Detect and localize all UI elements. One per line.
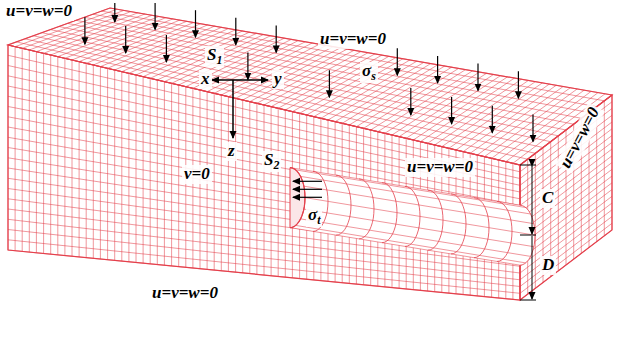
surface-load-arrow — [329, 70, 330, 97]
tunnel-line — [305, 198, 535, 236]
surface-load-arrow — [437, 56, 438, 83]
y-axis-arrow — [233, 79, 268, 81]
boundary-condition: u=v=w=0 — [555, 103, 604, 173]
surface-load-arrow — [397, 48, 398, 75]
surface-load-arrow — [410, 88, 411, 115]
boundary-condition: u=v=w=0 — [318, 30, 388, 49]
dimension-tick — [520, 235, 536, 236]
tunnel-line — [304, 186, 534, 224]
face-pressure-arrow — [293, 181, 322, 182]
surface-load-arrow — [518, 71, 519, 98]
surface-load-arrow — [276, 25, 277, 52]
axis-name: y — [272, 70, 284, 89]
end-face-mesh-outline — [520, 95, 612, 300]
end-face-mesh — [520, 95, 612, 300]
axis-name: z — [226, 142, 237, 161]
surface-load-arrow — [114, 3, 115, 22]
tunnel-line — [304, 209, 534, 247]
load-symbol: σt — [306, 206, 322, 227]
surface-load-arrow — [125, 26, 126, 53]
tunnel-ring — [520, 205, 535, 265]
tunnel-line — [301, 219, 531, 257]
surface-load-arrow — [235, 18, 236, 45]
front-face-mesh — [8, 45, 520, 300]
dimension-line — [532, 166, 533, 234]
surface-name: S1 — [205, 46, 224, 67]
surface-load-arrow — [451, 97, 452, 124]
surface-name: S2 — [262, 151, 281, 172]
dimension-tick — [520, 300, 536, 301]
tunnel-line — [301, 176, 531, 214]
surface-load-arrow — [155, 3, 156, 30]
z-axis-arrow — [232, 80, 234, 138]
top-face-mesh — [8, 8, 612, 165]
surface-load-arrow — [492, 106, 493, 133]
surface-load-arrow — [166, 35, 167, 62]
load-symbol: σs — [360, 62, 378, 83]
surface-load-arrow — [532, 115, 533, 142]
face-pressure-arrow — [293, 197, 322, 198]
surface-load-arrow — [84, 17, 85, 44]
boundary-condition: v=0 — [182, 165, 212, 184]
x-axis-arrow — [212, 79, 233, 81]
dimension-label: C — [540, 189, 555, 208]
face-pressure-arrow — [293, 189, 322, 190]
front-face-mesh-outline — [8, 45, 520, 300]
axis-name: x — [199, 70, 212, 89]
dimension-label: D — [540, 256, 556, 275]
top-face-mesh-outline — [8, 8, 612, 165]
boundary-condition: u=v=w=0 — [150, 284, 220, 303]
surface-load-arrow — [477, 64, 478, 91]
surface-load-arrow — [247, 53, 248, 80]
tunnel-line — [290, 228, 520, 266]
dimension-tick — [520, 165, 536, 166]
boundary-condition: u=v=w=0 — [405, 158, 475, 177]
surface-load-arrow — [195, 10, 196, 37]
tunnel-cavity — [290, 168, 535, 266]
boundary-condition: u=v=w=0 — [4, 2, 74, 21]
dimension-line — [532, 236, 533, 299]
tunnel-line — [296, 225, 526, 263]
